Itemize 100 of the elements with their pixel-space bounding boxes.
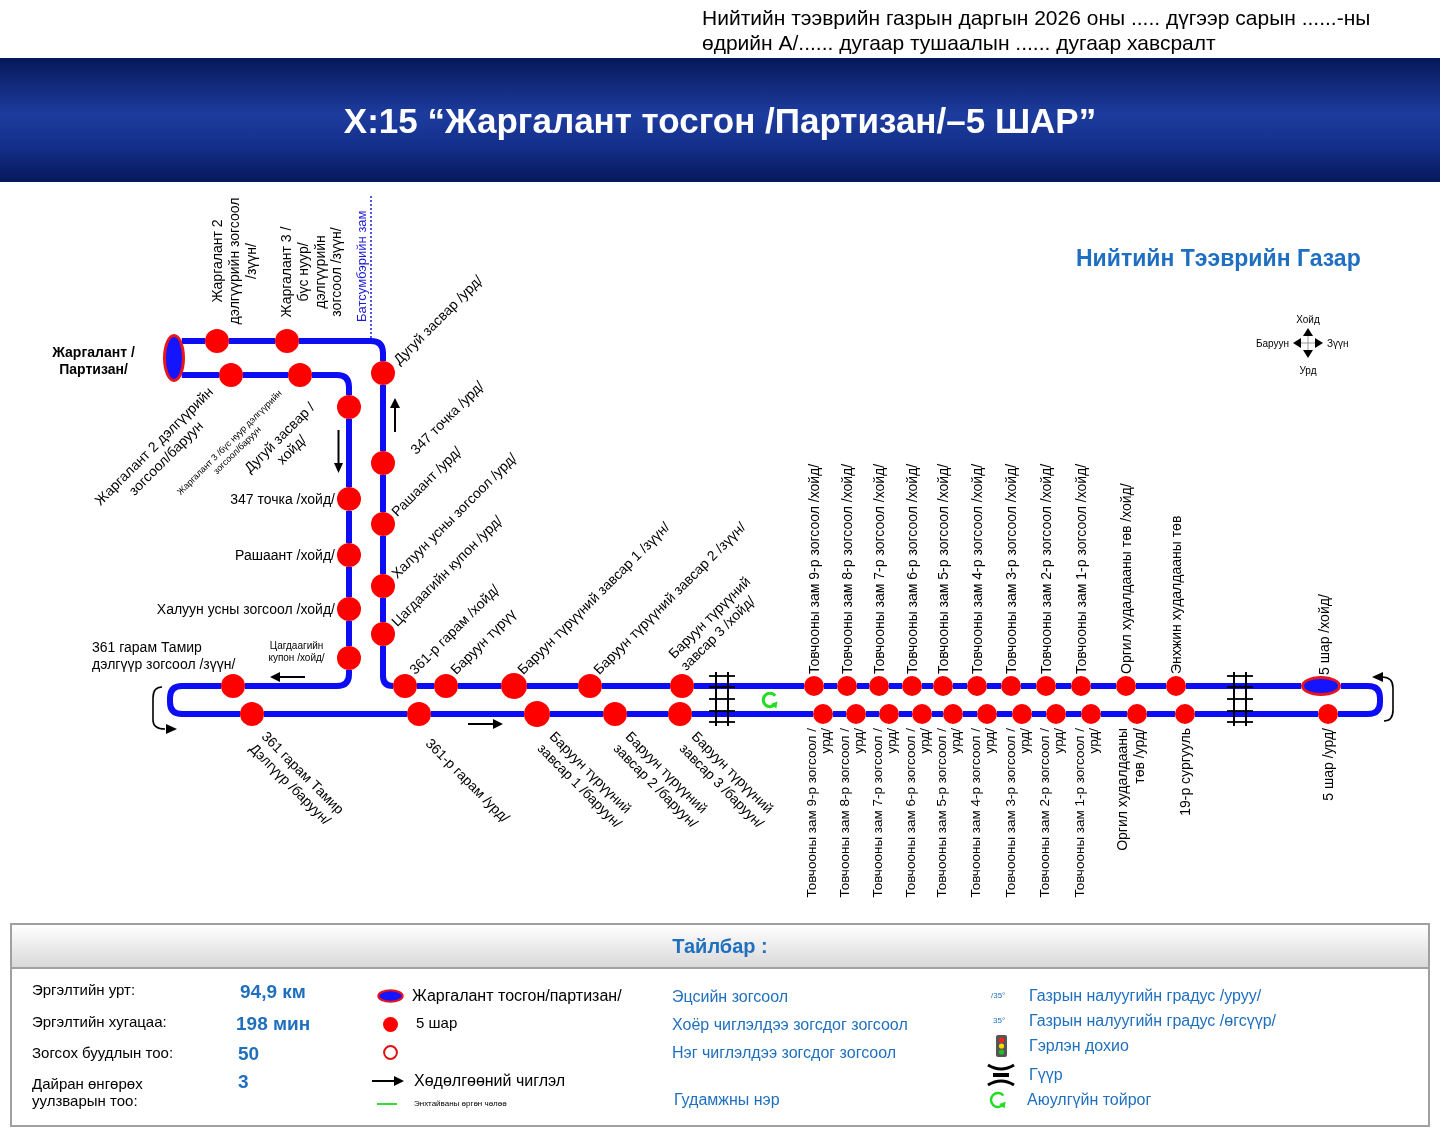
route-line (866, 711, 879, 717)
route-line (243, 372, 288, 378)
route-line (380, 646, 396, 689)
route-line (1032, 711, 1046, 717)
stop-name: Товчооны зам 1-р зогсоол /хойд/ (1072, 463, 1090, 674)
route-line (953, 683, 967, 689)
legend-label: Газрын налуугийн градус /өгсүүр/ (1029, 1011, 1276, 1031)
route-line (346, 567, 352, 597)
route-line (899, 711, 912, 717)
route-line (1195, 711, 1318, 717)
street-name: Батсумбэрийн зам (354, 210, 370, 322)
route-line (602, 683, 670, 689)
route-line (346, 621, 352, 646)
route-line (245, 670, 352, 689)
legend-label: Гүүр (1029, 1065, 1063, 1085)
agency-name: Нийтийн Тээврийн Газар (1076, 245, 1361, 273)
compass-label: Зүүн (1327, 338, 1349, 350)
stat-label: Эргэлтийн урт: (32, 981, 136, 999)
legend-label: Газрын налуугийн градус /уруу/ (1029, 986, 1262, 1006)
route-line (431, 711, 524, 717)
route-line (1338, 683, 1383, 717)
stop-name: 19-р сургууль (1176, 728, 1194, 816)
stop-name: Жаргалант 3 /бүс нуур/ дэлгүүрийн зогсоол /зүүн/ (278, 225, 346, 320)
stop-name: 5 шар /урд/ (1319, 728, 1337, 801)
stop-name: Товчооны зам 5-р зогсоол /хойд/ (934, 463, 952, 674)
route-line (889, 683, 902, 689)
stat-value: 198 мин (236, 1012, 311, 1036)
compass-label: Баруун (1255, 338, 1289, 350)
route-line (694, 683, 804, 689)
stat-value: 94,9 км (240, 980, 306, 1004)
route-line (922, 683, 933, 689)
legend-label: Хоёр чиглэлдээ зогсдог зогсоол (672, 1015, 908, 1035)
route-line (299, 338, 386, 361)
route-line (627, 711, 668, 717)
stat-label: Эргэлтийн хугацаа: (32, 1013, 167, 1031)
route-line (380, 385, 386, 451)
route-line (458, 683, 501, 689)
slope-label: /35° (991, 991, 1006, 1001)
legend-label: Энхтайваны өргөн чөлөө (414, 1099, 507, 1109)
route-line (380, 475, 386, 512)
route-line (833, 711, 846, 717)
route-line (1021, 683, 1036, 689)
stop-name: Жаргалант 2 дэлгүүрийн зогсоол /зүүн/ (208, 196, 260, 326)
stop-name: Энхжин худалдааны төв (1167, 515, 1185, 674)
route-line (527, 683, 578, 689)
stop-name: Товчооны зам 9-р зогсоол /хойд/ (805, 463, 823, 674)
stop-name: Товчооны зам 3-р зогсоол /хойд/ (1002, 463, 1020, 674)
stat-label: Дайран өнгөрөх уулзварын тоо: (32, 1074, 144, 1110)
legend-label: Аюулгүйн тойрог (1027, 1090, 1152, 1110)
route-line (346, 419, 352, 487)
stop-name: Товчооны зам 7-р зогсоол /хойд/ (870, 463, 888, 674)
route-line (229, 338, 275, 344)
route-line (692, 711, 813, 717)
legend-label: Нэг чиглэлдээ зогсдог зогсоол (672, 1043, 897, 1063)
stop-name: Оргил худалдааны төв /хойд/ (1117, 483, 1135, 674)
legend-label: Гудамжны нэр (674, 1090, 780, 1110)
route-line (346, 511, 352, 543)
order-note: Нийтийн тээврийн газрын даргын 2026 оны ..... дүгээр сарын ......-ны өдрийн А/...... дугаар тушаалын ...... дугаар хавсралт (702, 6, 1372, 56)
route-line (181, 372, 219, 378)
stop-name: Цагдаагийн купон /хойд/ (267, 640, 326, 664)
stop-name: 5 шар /хойд/ (1315, 594, 1333, 675)
route-line (1147, 711, 1175, 717)
stop-name: Товчооны зам 6-р зогсоол /хойд/ (903, 463, 921, 674)
legend-label: Жаргалант тосгон/партизан/ (412, 986, 622, 1006)
stop-name: Товчооны зам 9-р зогсоол /урд/ (804, 728, 834, 900)
route-line (167, 683, 240, 717)
route-line (1101, 711, 1127, 717)
route-line (264, 711, 407, 717)
route-line (987, 683, 1001, 689)
stop-name: Товчооны зам 8-р зогсоол /хойд/ (838, 463, 856, 674)
legend-label: 5 шар (416, 1014, 458, 1032)
route-line (1056, 683, 1071, 689)
route-line (824, 683, 837, 689)
legend-label: Гэрлэн дохио (1029, 1036, 1129, 1056)
legend-title: Тайлбар : (672, 934, 768, 958)
route-line (380, 598, 386, 622)
route-line (857, 683, 869, 689)
compass-label: Хойд (1296, 314, 1320, 326)
stop-name: Товчооны зам 4-р зогсоол /хойд/ (968, 463, 986, 674)
route-line (181, 338, 208, 344)
slope-label: 35° (993, 1016, 1006, 1026)
route-line (997, 711, 1012, 717)
stat-label: Зогсох буудлын тоо: (32, 1044, 174, 1062)
legend-label: Хөдөлгөөний чиглэл (414, 1071, 566, 1091)
route-line (417, 683, 434, 689)
stop-name: 361 гарам Тамир дэлгүүр зогсоол /зүүн/ (92, 639, 237, 673)
compass-label: Урд (1299, 365, 1317, 377)
legend-label: Эцсийн зогсоол (672, 987, 789, 1007)
route-line (1136, 683, 1166, 689)
stop-name: 347 точка /хойд/ (230, 490, 335, 508)
route-line (1091, 683, 1116, 689)
stop-name: Халуун усны зогсоол /хойд/ (156, 600, 335, 618)
stop-name: Рашаант /хойд/ (235, 546, 335, 564)
map-title: Х:15 “Жаргалант тосгон /Партизан/–5 ШАР” (343, 100, 1097, 142)
stop-name: Оргил худалдааны төв /урд/ (1114, 728, 1148, 853)
route-line (963, 711, 977, 717)
stat-value: 50 (238, 1042, 260, 1066)
route-line (1066, 711, 1081, 717)
stat-value: 3 (238, 1070, 249, 1094)
stop-name: Товчооны зам 2-р зогсоол /хойд/ (1037, 463, 1055, 674)
